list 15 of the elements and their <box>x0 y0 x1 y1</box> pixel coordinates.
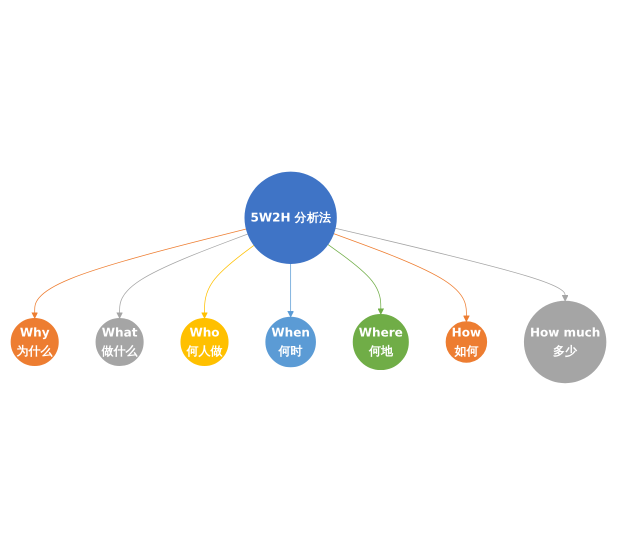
arrow <box>328 244 384 314</box>
node-circle: When 何时 <box>265 316 316 367</box>
node-circle: How much 多少 <box>524 300 606 383</box>
node-circle: Where 何地 <box>352 314 409 370</box>
arrow <box>31 228 247 318</box>
arrow <box>201 244 254 318</box>
arrow <box>334 228 568 302</box>
node-circle: Why 为什么 <box>10 318 59 366</box>
node-circle: What 做什么 <box>96 318 144 366</box>
node-circle: Who 何人做 <box>180 318 229 366</box>
node-circle: 5W2H 分析法 <box>244 171 337 264</box>
arrow <box>333 232 470 322</box>
arrow <box>287 262 294 317</box>
node-circle: How 如何 <box>446 320 488 362</box>
arrow <box>116 233 248 318</box>
